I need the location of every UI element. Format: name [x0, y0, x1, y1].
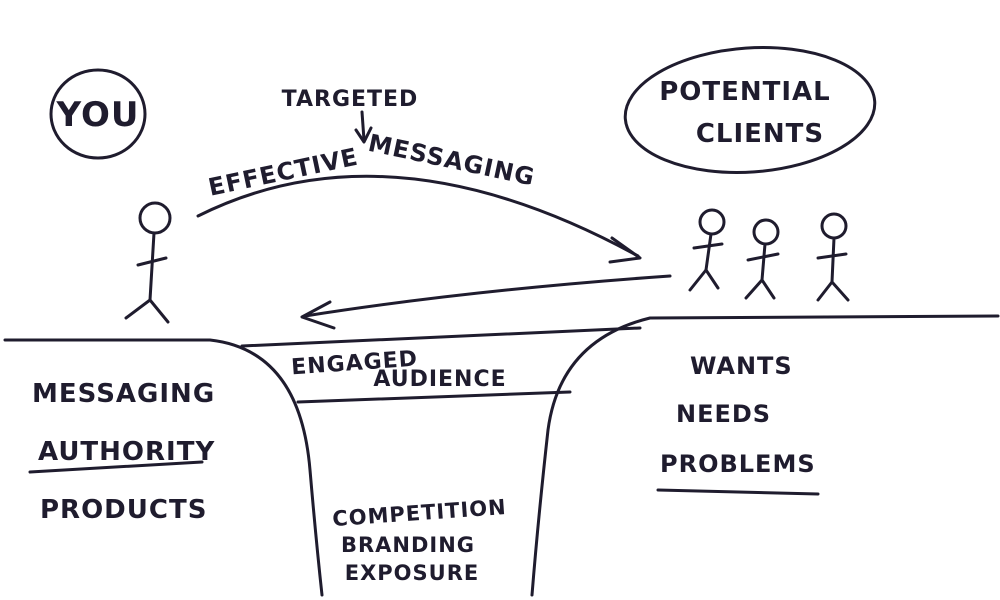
- messaging-arrowhead-icon: [608, 236, 642, 264]
- down-arrow-icon: [360, 110, 366, 142]
- down-arrow-head-icon: [354, 126, 373, 144]
- client-stick-figure: [688, 208, 726, 292]
- clients-label-line1: POTENTIAL: [659, 77, 831, 107]
- clients-ellipse: [623, 46, 877, 174]
- you-bubble: YOU: [49, 68, 147, 160]
- left-item-1: MESSAGING: [32, 379, 215, 409]
- right-item-2: NEEDS: [676, 400, 771, 428]
- messaging-arc-label: MESSAGING: [366, 129, 538, 192]
- gap-item-3: EXPOSURE: [345, 561, 479, 585]
- clients-label-line2: CLIENTS: [696, 119, 824, 149]
- left-item-3: PRODUCTS: [40, 495, 207, 525]
- right-item-1: WANTS: [690, 352, 793, 380]
- you-label: YOU: [56, 95, 140, 135]
- left-cliff: [3, 338, 324, 597]
- gap-item-2: BRANDING: [341, 533, 475, 557]
- gap-item-1: COMPETITION: [332, 495, 508, 531]
- bridge-label-line2: AUDIENCE: [373, 367, 506, 392]
- messaging-arrow: [196, 174, 640, 258]
- you-ellipse: [49, 68, 147, 160]
- return-arrow: [303, 274, 672, 318]
- effective-label: EFFECTIVE: [206, 143, 361, 202]
- right-item-3: PROBLEMS: [660, 450, 816, 478]
- client-stick-figure: [816, 212, 850, 302]
- bridge-top: [240, 326, 642, 348]
- targeted-label: TARGETED: [282, 87, 419, 112]
- clients-bubble: POTENTIAL CLIENTS: [623, 46, 877, 174]
- return-arrowhead-icon: [300, 300, 336, 330]
- right-underline: [656, 488, 820, 496]
- bridge-bottom: [296, 390, 572, 404]
- you-stick-figure: [124, 201, 172, 324]
- client-stick-figure: [744, 218, 780, 300]
- left-divider: [28, 460, 204, 474]
- right-cliff: [530, 314, 1000, 597]
